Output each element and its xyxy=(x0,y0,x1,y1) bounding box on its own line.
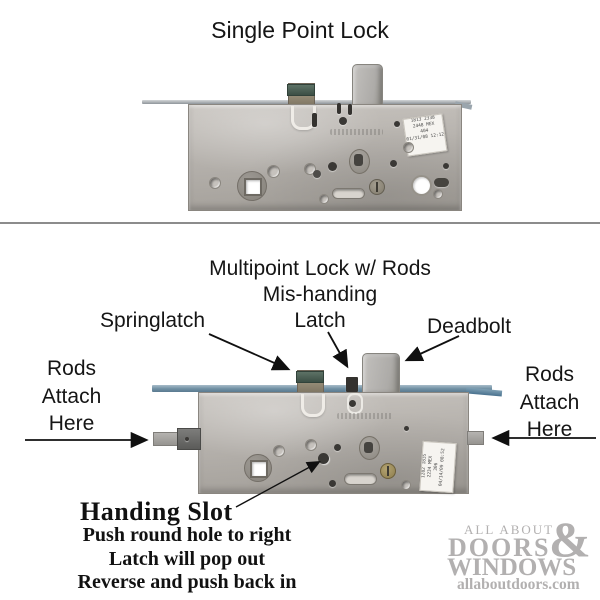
round-hole xyxy=(390,160,397,167)
cylinder-hole xyxy=(364,442,373,453)
rods-attach-here-left: Rods Attach Here xyxy=(19,355,124,438)
handing-slot-hole xyxy=(318,453,329,464)
mis-handing-label-line2: Latch xyxy=(294,309,346,332)
allaboutdoors-watermark: ALL ABOUT & DOORS WINDOWS allaboutdoors.… xyxy=(440,510,600,600)
instruction-line: Latch will pop out xyxy=(108,547,266,570)
through-hole xyxy=(411,175,432,196)
handing-slot-label: Handing Slot xyxy=(80,497,233,526)
stamped-marking xyxy=(330,129,383,135)
round-hole xyxy=(328,162,337,171)
watermark-all-about: ALL ABOUT xyxy=(464,522,555,537)
round-hole xyxy=(329,480,336,487)
adjust-slot xyxy=(344,473,377,485)
latch-guide xyxy=(347,393,363,414)
screw xyxy=(380,463,396,479)
product-sticker: 1282 1835 2234 MEX 306 04/14/09 08:52 xyxy=(419,440,457,494)
mis-handing-latch xyxy=(346,377,358,392)
adjust-slot xyxy=(332,188,365,199)
rods-right-line: Attach xyxy=(519,390,580,414)
round-hole xyxy=(339,117,347,125)
round-hole xyxy=(349,400,356,407)
watermark-windows: WINDOWS xyxy=(447,554,577,581)
rivet-hole xyxy=(267,165,280,178)
rivet xyxy=(443,163,449,169)
multipoint-lock-title: Multipoint Lock w/ Rods xyxy=(209,257,431,280)
rivet-hole xyxy=(209,177,221,189)
spindle-square-hole xyxy=(250,460,268,478)
dark-slot xyxy=(434,178,449,187)
stamped-marking xyxy=(337,413,393,419)
rods-left-line: Attach xyxy=(41,384,102,408)
rod-attachment-block-left xyxy=(177,428,201,450)
springlatch-cap xyxy=(296,371,324,383)
rods-right-line: Rods xyxy=(524,363,575,386)
watermark-ampersand: & xyxy=(549,511,591,567)
rod-attachment-right xyxy=(467,431,484,445)
spindle-square-hole xyxy=(244,178,262,196)
round-hole xyxy=(313,170,321,178)
rivet-hole xyxy=(401,480,411,490)
section-divider xyxy=(0,222,600,224)
single-point-lock-title: Single Point Lock xyxy=(211,17,389,43)
deadbolt-label: Deadbolt xyxy=(427,315,512,338)
rivet-hole xyxy=(433,189,443,199)
instructions: Push round hole to right Latch will pop … xyxy=(56,524,318,595)
rivet xyxy=(394,121,400,127)
deadbolt-bolt xyxy=(362,353,400,394)
rods-right-line: Here xyxy=(526,418,573,441)
rivet-hole xyxy=(403,142,414,153)
slot-hole xyxy=(337,103,341,114)
springlatch-bolt xyxy=(296,370,324,394)
rivet-hole xyxy=(273,445,285,457)
rods-left-line: Here xyxy=(48,412,95,435)
deadbolt-bolt xyxy=(352,64,383,107)
springlatch-cap xyxy=(287,84,315,96)
springlatch-bolt xyxy=(287,83,315,107)
cylinder-hole xyxy=(354,154,363,166)
rod-pin-hole xyxy=(185,437,189,441)
watermark-doors: DOORS xyxy=(448,533,551,562)
screw xyxy=(369,179,385,195)
rivet-hole xyxy=(305,439,317,451)
multipoint-lock-photo: 1282 1835 2234 MEX 306 04/14/09 08:52 xyxy=(0,350,600,500)
rivet xyxy=(404,426,409,431)
slot-hole xyxy=(312,113,317,127)
faceplate-end xyxy=(465,387,503,397)
rods-attach-here-right: Rods Attach Here xyxy=(497,361,600,444)
sticker-text: 1282 1835 2234 MEX 306 04/14/09 08:52 xyxy=(420,442,455,492)
slot-hole xyxy=(348,104,352,115)
rods-left-line: Rods xyxy=(46,357,97,380)
instruction-line: Reverse and push back in xyxy=(77,571,297,594)
mis-handing-label-line1: Mis-handing xyxy=(262,283,378,306)
rivet-hole xyxy=(319,194,329,204)
latch-channel xyxy=(301,394,325,417)
instruction-line: Push round hole to right xyxy=(82,524,292,546)
springlatch-label: Springlatch xyxy=(100,309,206,332)
round-hole xyxy=(334,444,341,451)
watermark-url: allaboutdoors.com xyxy=(457,576,580,593)
single-point-lock-photo: 1813 2338 2448 MEX 404 01/31/08 12:12 xyxy=(0,0,600,222)
